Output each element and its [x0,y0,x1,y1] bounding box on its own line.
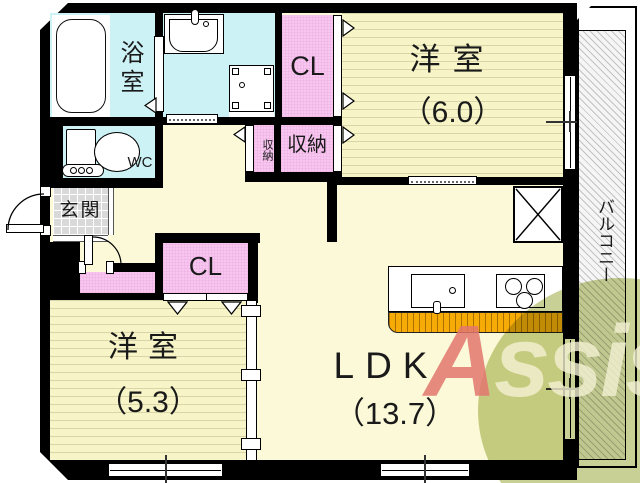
partition-handle [241,369,261,381]
stove-burner [526,278,543,295]
wall-segment [155,117,163,178]
partition-handle [241,305,261,317]
wall-segment [274,125,281,172]
bedroom1-size: （6.0） [401,96,504,129]
balcony-label: バルコニー [595,197,614,283]
washing-machine-dot [239,82,245,88]
wall-segment [114,263,155,272]
wall-segment [50,242,80,300]
partition-handle [241,438,261,450]
wall-segment [248,233,258,303]
room-storage-wide [281,125,333,172]
door-jamb [106,261,114,274]
door-jamb [40,186,51,197]
door-panel [163,293,248,301]
entrance-door-arc [7,193,45,231]
wall-segment [245,172,342,182]
entrance-door-leaf [6,224,44,233]
bathroom-label: 浴室 [116,40,143,98]
entrance-step-lower [53,235,108,242]
door-swing-triangle [144,97,157,114]
washing-machine-corner [264,102,271,109]
bedroom2-size: （5.3） [97,386,199,419]
hall-door-leaf [84,235,93,265]
wall-segment [163,117,342,125]
wall-segment [275,13,282,117]
toilet-tank [66,129,96,169]
watermark-rest: ssist [493,306,640,418]
wall-segment [50,122,63,178]
hall-door-arc [92,236,122,266]
sliding-door [166,114,218,124]
door-swing-triangle [342,126,355,144]
watermark-letter-a: A [424,306,497,418]
room-bedroom1 [342,13,563,177]
bedroom1-label: 洋室 [409,42,496,77]
bathtub-icon [56,19,106,113]
toilet-mat-dot [86,167,93,174]
door-panel [154,36,164,112]
door-swing-triangle [233,126,246,143]
watermark-text: Assist [424,312,640,413]
window-crosshair [165,455,167,483]
laundry-pan-floor [229,109,274,117]
kitchen-faucet-icon [433,301,441,314]
bedroom2-label: 洋室 [108,331,188,364]
room-storage-narrow [254,125,274,172]
wall-segment [50,293,163,300]
room-bedroom2 [50,300,246,460]
wc-label: WC [127,154,153,171]
wall-segment [50,178,163,188]
door-jamb [78,261,86,274]
room-closet-upper [282,15,333,117]
closet-lower-label: CL [188,251,223,281]
sliding-door [408,176,477,185]
door-swing-triangle [221,301,242,315]
stove-burner [505,278,522,295]
door-panel [245,125,254,172]
door-swing-triangle [167,301,188,315]
washing-machine-corner [232,68,239,75]
window-crosshair [569,111,571,132]
ldk-size: （13.7） [333,396,457,431]
entrance-label: 玄関 [59,200,102,221]
refrigerator-space-icon [513,186,563,243]
washing-machine-corner [232,102,239,109]
door-panel [333,125,342,172]
storage-narrow-label: 収納 [261,139,273,161]
entrance-step [108,188,114,235]
window-crosshair [424,455,426,483]
stove-burner [516,292,533,309]
door-swing-triangle [342,19,355,37]
room-closet-lower [163,243,248,293]
wall-segment [155,233,260,243]
door-swing-triangle [342,92,355,110]
toilet-mat-dot [78,167,85,174]
closet-upper-label: CL [290,51,325,81]
door-panel [333,15,342,117]
room-closet-hall [80,272,155,293]
storage-wide-label: 収納 [287,134,327,156]
faucet-icon [191,9,199,25]
room-entrance [53,188,108,235]
ldk-label: LDK [333,345,439,386]
kitchen-sink-dot [449,287,456,294]
wall-segment [155,233,163,300]
faucet-dot [203,21,209,27]
toilet-mat-dot [70,167,77,174]
wall-segment [327,182,337,242]
washing-machine-corner [264,68,271,75]
wall-segment [50,117,163,126]
